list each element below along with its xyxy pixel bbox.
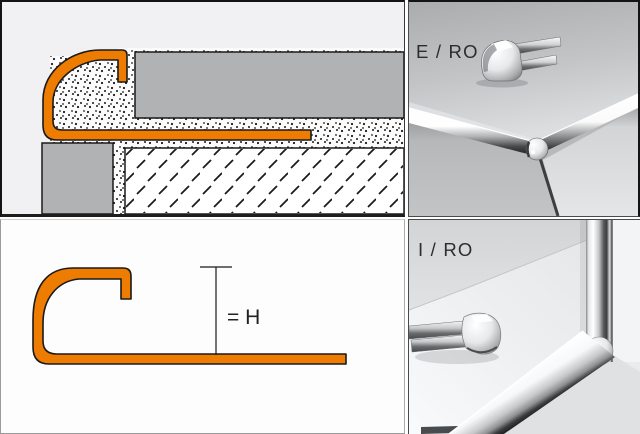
installation-cross-section-drawing [2, 2, 404, 214]
internal-corner-photo: I / RO [409, 220, 640, 434]
tiled-face-left [409, 123, 559, 216]
dome-dark-edge [466, 346, 498, 354]
external-corner-photo: E / RO [409, 2, 638, 216]
vertical-profile-dark-edge [611, 220, 613, 362]
substrate-hatch-pattern [126, 149, 403, 213]
panel-internal-corner-photo: I / RO [408, 219, 640, 434]
corner-piece-prong-lower [410, 334, 466, 353]
tiled-face-right [543, 108, 638, 216]
edge-profile-right [535, 94, 638, 156]
label-external-corner: E / RO [416, 41, 479, 62]
profile-dimension-drawing: = H [1, 220, 404, 433]
tile-vertical [41, 142, 114, 214]
rondec-profile-section [42, 49, 312, 141]
dome-highlight [471, 314, 493, 323]
dimension-label: = H [227, 306, 260, 329]
corner-cap-glint [530, 149, 536, 155]
corner-piece-shadow [476, 78, 528, 88]
floor-beyond-edge [501, 356, 640, 434]
installed-corner-cap [525, 137, 549, 161]
corner-edge-shadow [538, 157, 560, 216]
panel-profile-dimension-drawing: = H [0, 219, 405, 434]
rondec-profile-section-large [32, 267, 347, 365]
dome-dark-facet [482, 44, 497, 72]
strip-shadow [580, 220, 586, 360]
panel-external-corner-photo: E / RO [408, 0, 640, 217]
edge-highlight-right [534, 93, 638, 143]
corner-cap-crease [526, 141, 531, 158]
label-internal-corner: I / RO [418, 239, 474, 260]
horizontal-edge-profile [449, 331, 615, 434]
edge-profile-left [409, 108, 535, 156]
corner-piece-dome [461, 312, 502, 355]
tiled-top-surface [409, 2, 638, 144]
panel-installation-cross-section [0, 0, 405, 217]
drawing-background [1, 220, 404, 433]
outer-wall-white [610, 220, 640, 362]
edge-highlight-left [409, 107, 536, 143]
tile-top [134, 51, 404, 119]
cove-highlight [448, 330, 584, 434]
